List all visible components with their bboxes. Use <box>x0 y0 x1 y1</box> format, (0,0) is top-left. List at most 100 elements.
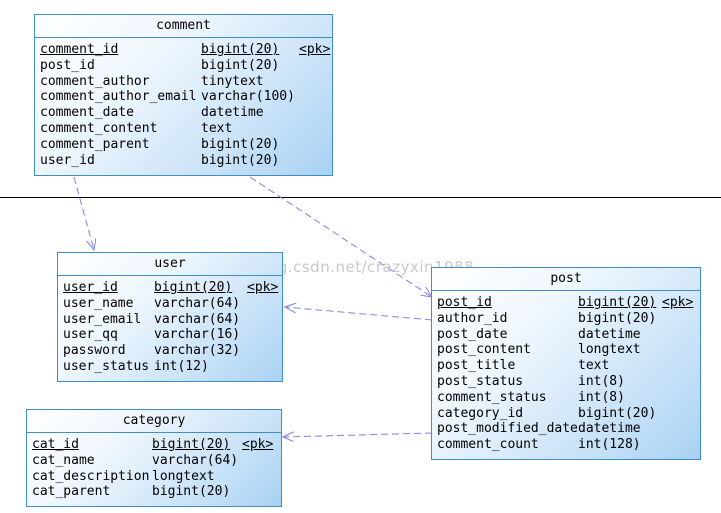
column-row: user_name varchar(64) <box>63 296 282 312</box>
column-name: user_email <box>63 311 142 327</box>
column-type: varchar(100) <box>201 89 295 105</box>
table-title: post <box>432 268 700 291</box>
column-name: comment_status <box>437 389 547 405</box>
column-name: post_modified_date <box>437 421 578 437</box>
column-list: post_id bigint(20) <pk> author_id bigint(20)… <box>432 291 700 453</box>
column-type: bigint(20) <box>578 295 657 310</box>
column-list: user_id bigint(20) <pk> user_name varchar(64… <box>58 276 282 375</box>
column-type: int(8) <box>578 389 625 405</box>
column-type: bigint(20) <box>201 57 280 73</box>
column-type: bigint(20) <box>578 310 657 326</box>
fk-comment-to-user <box>73 176 94 250</box>
column-name: comment_content <box>40 120 158 136</box>
column-type: bigint(20) <box>578 405 657 421</box>
column-type: bigint(20) <box>201 42 280 57</box>
column-row: comment_date datetime <box>40 105 332 121</box>
column-name: post_id <box>437 295 492 310</box>
horizontal-divider <box>0 197 721 198</box>
column-row: post_title text <box>437 358 700 374</box>
column-name: post_date <box>437 326 508 342</box>
column-type: bigint(20) <box>152 484 231 500</box>
primary-key-marker: <pk> <box>242 437 274 452</box>
column-row: post_id bigint(20) <pk> <box>437 295 700 311</box>
column-row: category_id bigint(20) <box>437 406 700 422</box>
column-name: post_title <box>437 358 516 374</box>
primary-key-marker: <pk> <box>662 295 694 310</box>
column-type: varchar(64) <box>154 311 241 327</box>
column-type: bigint(20) <box>201 152 280 168</box>
column-row: cat_parent bigint(20) <box>32 484 281 500</box>
column-name: comment_author <box>40 73 150 89</box>
column-name: cat_name <box>32 452 95 468</box>
fk-post-to-category <box>283 433 433 437</box>
column-type: datetime <box>578 421 641 437</box>
column-row: author_id bigint(20) <box>437 311 700 327</box>
column-name: user_id <box>63 280 118 295</box>
table-title: user <box>58 253 282 276</box>
column-row: comment_content text <box>40 121 332 137</box>
column-name: post_status <box>437 373 524 389</box>
column-name: user_name <box>63 295 134 311</box>
column-row: user_id bigint(20) <box>40 153 332 169</box>
primary-key-marker: <pk> <box>247 280 279 295</box>
column-type: longtext <box>152 468 215 484</box>
column-row: user_email varchar(64) <box>63 312 282 328</box>
column-name: comment_author_email <box>40 89 197 105</box>
column-name: post_content <box>437 342 531 358</box>
column-row: post_id bigint(20) <box>40 58 332 74</box>
column-type: varchar(64) <box>152 452 239 468</box>
column-type: text <box>578 358 610 374</box>
table-title: comment <box>35 15 332 38</box>
column-type: text <box>201 120 233 136</box>
column-name: author_id <box>437 310 508 326</box>
column-type: datetime <box>578 326 641 342</box>
column-row: user_id bigint(20) <pk> <box>63 280 282 296</box>
column-type: bigint(20) <box>152 437 231 452</box>
column-type: datetime <box>201 105 264 121</box>
column-name: password <box>63 343 126 359</box>
fk-post-to-user <box>285 307 433 321</box>
table-title: category <box>27 410 281 433</box>
column-type: longtext <box>578 342 641 358</box>
column-row: cat_name varchar(64) <box>32 453 281 469</box>
column-type: int(8) <box>578 373 625 389</box>
column-row: comment_count int(128) <box>437 437 700 453</box>
column-row: user_qq varchar(16) <box>63 327 282 343</box>
column-name: category_id <box>437 405 524 421</box>
column-type: tinytext <box>201 73 264 89</box>
column-type: varchar(32) <box>154 343 241 359</box>
column-row: comment_author tinytext <box>40 74 332 90</box>
column-row: comment_status int(8) <box>437 390 700 406</box>
column-name: cat_description <box>32 468 150 484</box>
column-row: password varchar(32) <box>63 343 282 359</box>
column-type: int(128) <box>578 437 641 453</box>
column-row: post_date datetime <box>437 327 700 343</box>
column-name: cat_parent <box>32 484 111 500</box>
primary-key-marker: <pk> <box>299 42 331 57</box>
column-name: user_id <box>40 152 95 168</box>
column-row: post_content longtext <box>437 342 700 358</box>
column-name: user_qq <box>63 327 118 343</box>
column-type: varchar(16) <box>154 327 241 343</box>
column-row: cat_id bigint(20) <pk> <box>32 437 281 453</box>
column-type: varchar(64) <box>154 295 241 311</box>
table-category[interactable]: category cat_id bigint(20) <pk> cat_name var… <box>26 409 282 507</box>
column-row: post_status int(8) <box>437 374 700 390</box>
column-name: comment_date <box>40 105 134 121</box>
column-type: bigint(20) <box>154 280 233 295</box>
column-name: comment_count <box>437 437 539 453</box>
column-name: cat_id <box>32 437 79 452</box>
column-name: post_id <box>40 57 95 73</box>
column-name: comment_parent <box>40 136 150 152</box>
